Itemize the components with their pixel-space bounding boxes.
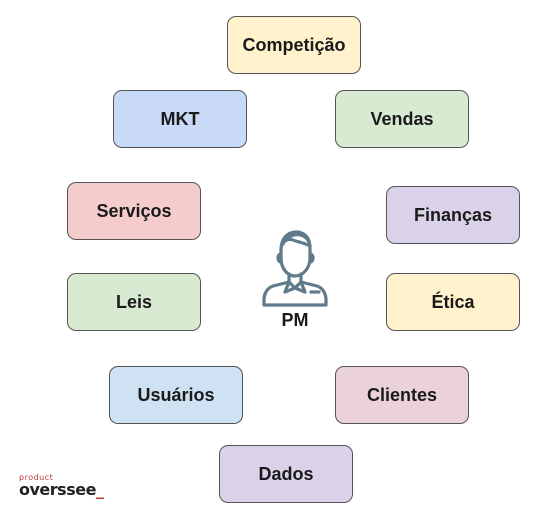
- center-label: PM: [281, 310, 309, 330]
- node-vendas: Vendas: [335, 90, 469, 148]
- node-leis: Leis: [67, 273, 201, 331]
- node-dados: Dados: [219, 445, 353, 503]
- node-clientes: Clientes: [335, 366, 469, 424]
- node-usuarios: Usuários: [109, 366, 243, 424]
- node-mkt: MKT: [113, 90, 247, 148]
- logo-top-text: product: [19, 473, 54, 482]
- node-servicos: Serviços: [67, 182, 201, 240]
- person-icon: [262, 230, 328, 307]
- center-pm: PM: [250, 226, 340, 331]
- brand-logo: product overssee_: [19, 473, 104, 499]
- logo-main-text: overssee_: [19, 480, 104, 499]
- node-etica: Ética: [386, 273, 520, 331]
- node-competicao: Competição: [227, 16, 361, 74]
- node-financas: Finanças: [386, 186, 520, 244]
- logo-suffix: _: [95, 480, 104, 499]
